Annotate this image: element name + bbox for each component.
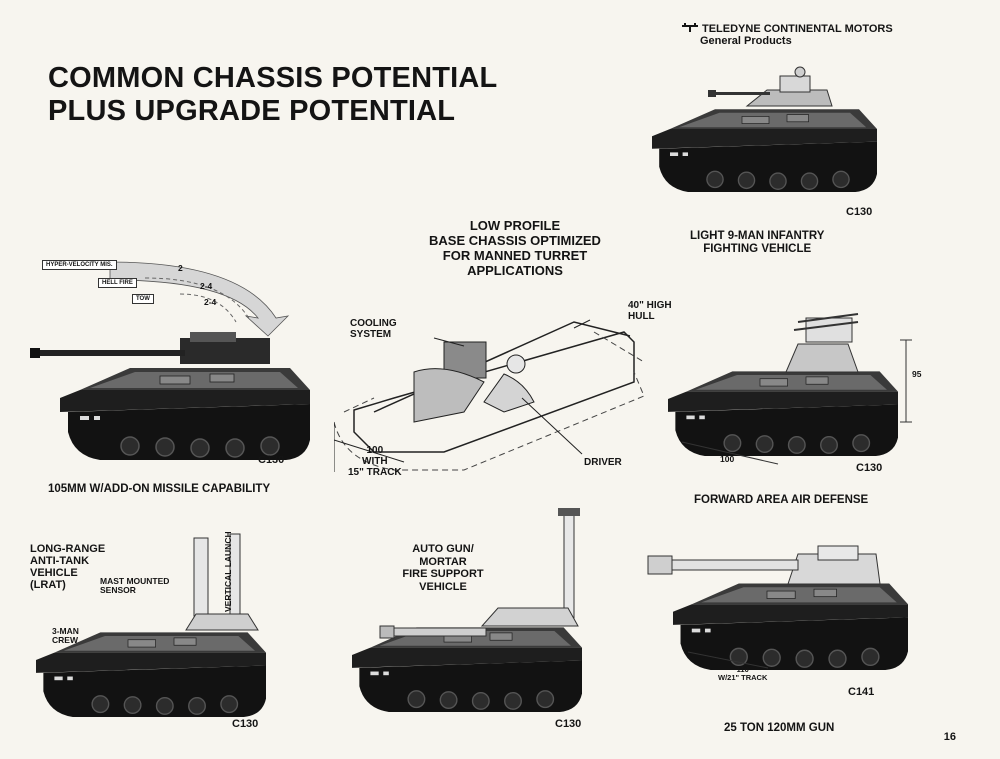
lrat-vehicle-illustration (35, 533, 267, 718)
mortar-label: AUTO GUN/ MORTAR FIRE SUPPORT VEHICLE (402, 543, 484, 593)
missile-options-arrow: HYPER-VELOCITY MIS. HELL FIRE TOW 2 2-4 … (40, 258, 290, 338)
air-defense-vehicle-illustration (667, 313, 912, 465)
lrat-sensor-label: MAST MOUNTED SENSOR (100, 576, 170, 595)
aad-caption: FORWARD AREA AIR DEFENSE (694, 494, 869, 506)
mortar-vehicle-illustration (351, 508, 583, 713)
heading-line-1: LOW PROFILE (469, 218, 561, 233)
gun120-vehicle-illustration (647, 545, 909, 671)
lrat-label: LONG-RANGE ANTI-TANK VEHICLE (LRAT) (30, 543, 106, 591)
track-width-label: 100 WITH 15" TRACK (348, 445, 402, 478)
ifv-vehicle-illustration (651, 66, 878, 193)
missile-count-1: 2 (178, 263, 183, 273)
title-line-1: COMMON CHASSIS POTENTIAL (48, 62, 498, 94)
missile-count-2: 2-4 (200, 281, 213, 291)
mortar-code: C130 (555, 718, 582, 730)
driver-label: DRIVER (584, 457, 622, 468)
heading-line-4: APPLICATIONS (467, 263, 563, 278)
missile-hell-fire: HELL FIRE (98, 278, 137, 288)
ifv-code: C130 (846, 206, 873, 218)
lrat-code: C130 (232, 718, 259, 730)
missile-hyper-velocity: HYPER-VELOCITY MIS. (42, 260, 117, 270)
lrat-crew-label: 3-MAN CREW (52, 626, 79, 645)
aad-dim-length: 100 (720, 454, 735, 464)
base-chassis-cutaway (334, 319, 645, 472)
hull-height-label: 40" HIGH HULL (628, 300, 672, 322)
aad-code: C130 (856, 462, 883, 474)
heading-line-3: FOR MANNED TURRET (442, 248, 588, 263)
gun120-caption: 25 TON 120MM GUN (724, 722, 835, 734)
heading-line-2: BASE CHASSIS OPTIMIZED (429, 233, 601, 248)
missile-vehicle-illustration (30, 332, 311, 461)
lrat-vertical-launch-label: VERTICAL LAUNCH (223, 531, 233, 612)
missile-tow: TOW (132, 294, 154, 304)
missile-count-3: 2-4 (204, 297, 217, 307)
brand-block: TELEDYNE CONTINENTAL MOTORS General Prod… (682, 23, 893, 47)
page-title: COMMON CHASSIS POTENTIAL PLUS UPGRADE PO… (48, 62, 497, 128)
base-chassis-heading: LOW PROFILE BASE CHASSIS OPTIMIZED FOR M… (410, 218, 620, 278)
title-line-2: PLUS UPGRADE POTENTIAL (48, 95, 456, 127)
aad-dim-height: 95 (912, 369, 922, 379)
missile-vehicle-code: C130 (258, 454, 285, 466)
missile-vehicle-caption: 105MM W/ADD-ON MISSILE CAPABILITY (48, 483, 271, 495)
cooling-system-label: COOLING SYSTEM (350, 318, 397, 340)
brand-name: TELEDYNE CONTINENTAL MOTORS (702, 23, 893, 35)
page-number: 16 (943, 731, 956, 743)
gun120-track-label: 110 W/21" TRACK (718, 665, 768, 682)
brand-division: General Products (700, 35, 792, 47)
teledyne-logo-icon (682, 23, 698, 35)
ifv-caption: LIGHT 9-MAN INFANTRY FIGHTING VEHICLE (690, 230, 825, 255)
gun120-code: C141 (848, 686, 875, 698)
